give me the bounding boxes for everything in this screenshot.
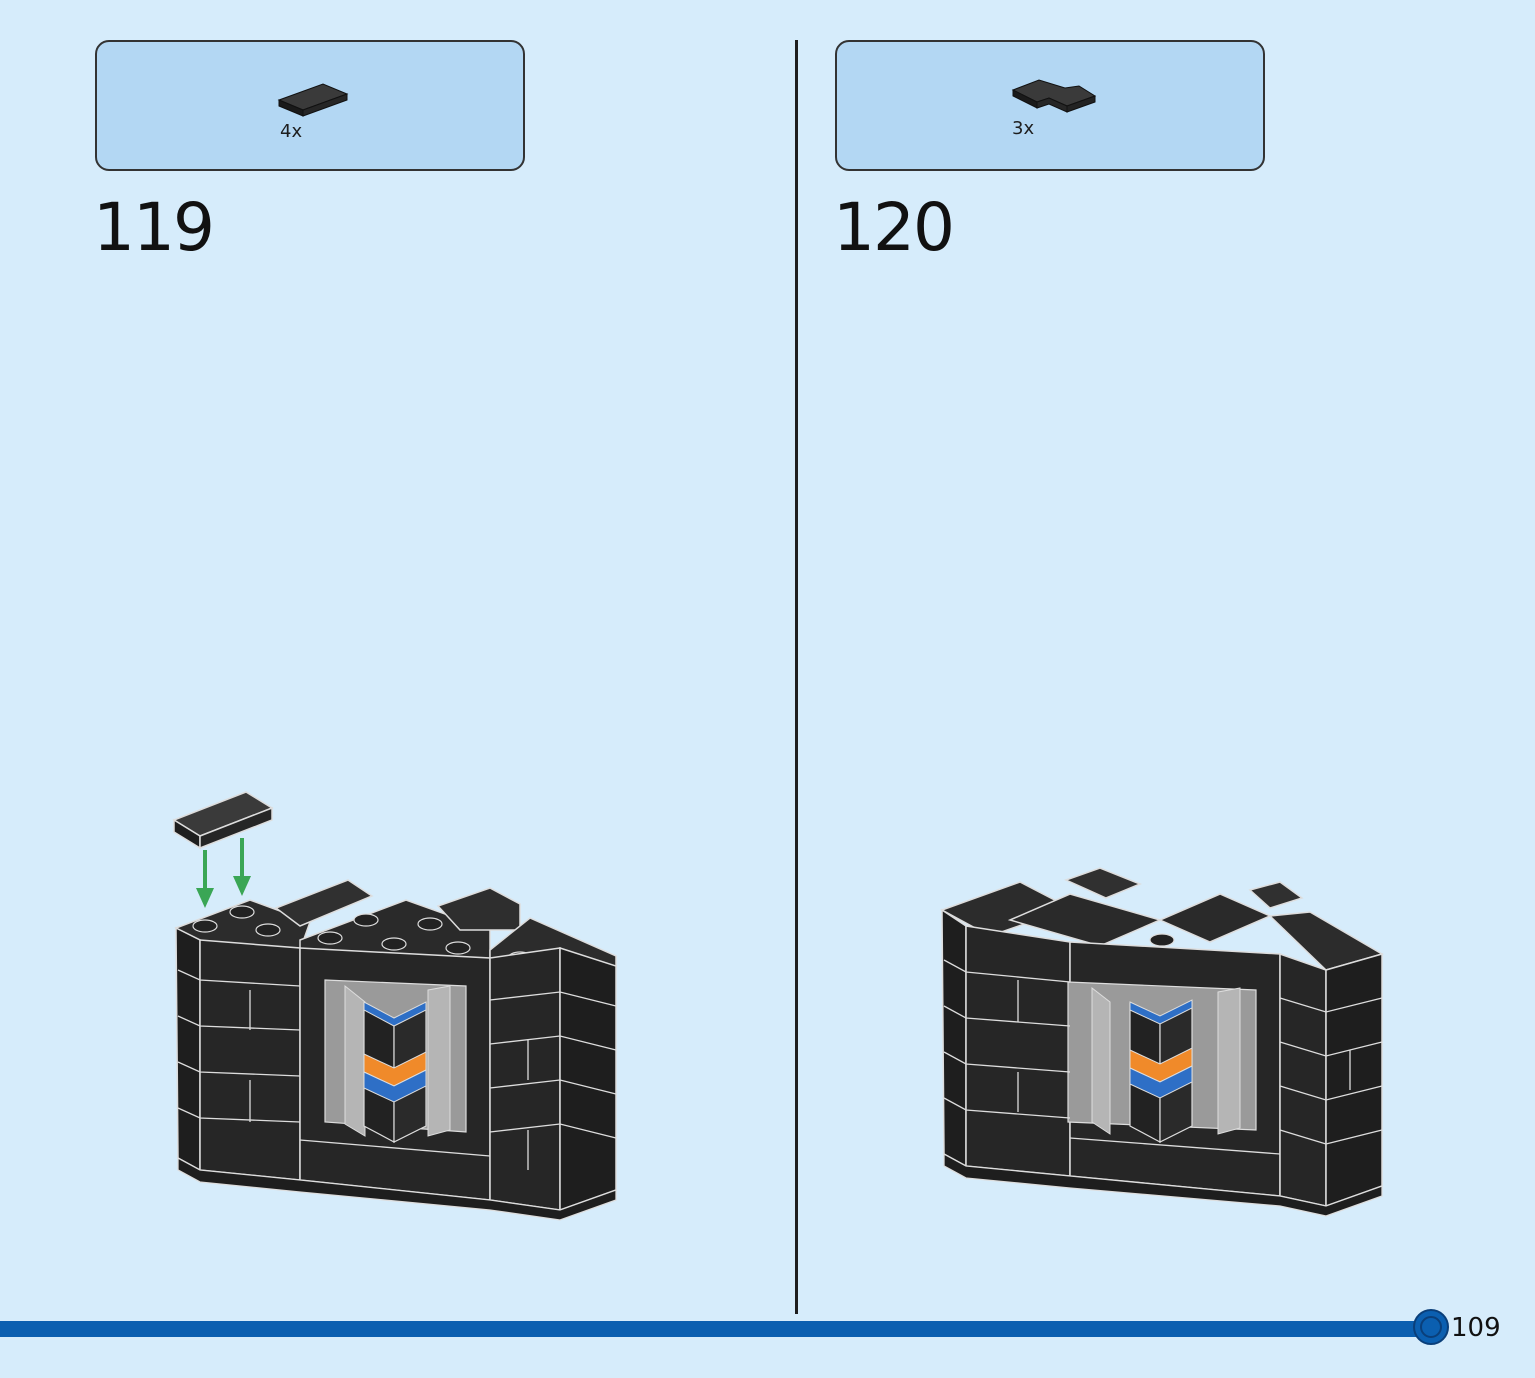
model-step-119	[172, 791, 617, 1221]
part-quantity: 3x	[1012, 118, 1035, 139]
step-divider	[795, 40, 798, 1314]
placement-arrows	[196, 838, 251, 908]
part-quantity: 4x	[280, 121, 303, 142]
parts-callout-step-120: 3x	[835, 40, 1265, 171]
brick-lines	[943, 959, 1383, 1155]
page-marker-icon	[1413, 1309, 1449, 1345]
stud	[1149, 933, 1175, 947]
brick-lines	[177, 969, 617, 1170]
model-step-120	[940, 867, 1384, 1217]
footer-bar	[0, 1321, 1430, 1337]
base-plate	[943, 1152, 1383, 1217]
base-plate	[177, 1156, 617, 1221]
page-number: 109	[1451, 1313, 1501, 1343]
step-number: 119	[93, 189, 215, 266]
black-tile-2x1-icon	[277, 83, 349, 117]
castle-wall-model	[940, 867, 1384, 1217]
black-corner-tile-icon	[1011, 79, 1097, 113]
tile-piece	[172, 791, 274, 850]
step-number: 120	[833, 189, 955, 266]
castle-wall-model	[174, 879, 617, 1221]
parts-callout-step-119: 4x	[95, 40, 525, 171]
